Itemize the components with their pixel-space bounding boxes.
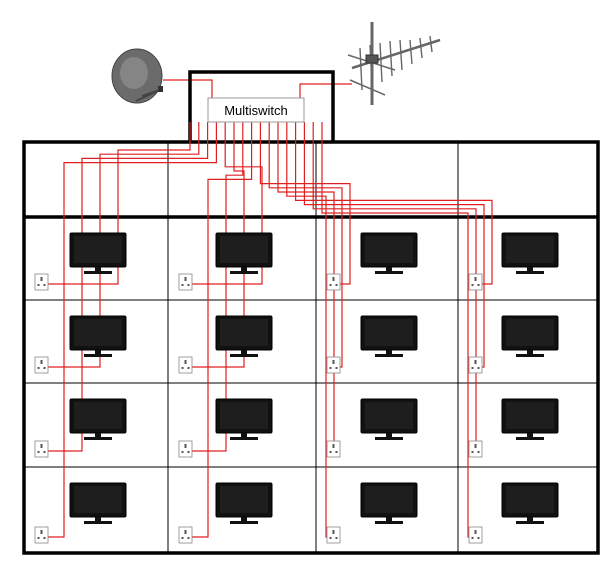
television-icon bbox=[501, 232, 559, 274]
wall-socket-icon bbox=[326, 356, 341, 374]
television-icon bbox=[69, 398, 127, 440]
wall-socket-icon bbox=[326, 526, 341, 544]
socket-grid bbox=[34, 273, 483, 544]
television-icon bbox=[501, 482, 559, 524]
television-icon bbox=[360, 482, 418, 524]
wall-socket-icon bbox=[178, 440, 193, 458]
television-icon bbox=[215, 482, 273, 524]
wall-socket-icon bbox=[326, 273, 341, 291]
television-icon bbox=[69, 315, 127, 357]
wall-socket-icon bbox=[468, 526, 483, 544]
cable-run bbox=[303, 122, 485, 368]
cable-run bbox=[259, 122, 351, 285]
satellite-dish-icon bbox=[111, 48, 163, 104]
wall-socket-icon bbox=[34, 440, 49, 458]
wall-socket-icon bbox=[34, 526, 49, 544]
television-icon bbox=[215, 398, 273, 440]
television-grid bbox=[69, 232, 559, 524]
television-icon bbox=[215, 232, 273, 274]
television-icon bbox=[360, 315, 418, 357]
building-outline bbox=[22, 70, 600, 555]
wall-socket-icon bbox=[468, 273, 483, 291]
multiswitch: Multiswitch bbox=[207, 97, 305, 123]
cable-run bbox=[47, 122, 209, 452]
cable-run bbox=[295, 122, 493, 285]
dish-feed-cable bbox=[163, 79, 213, 100]
cable-run bbox=[191, 122, 244, 452]
cable-run bbox=[191, 122, 263, 285]
cable-runs bbox=[47, 122, 493, 538]
television-icon bbox=[501, 398, 559, 440]
cable-run bbox=[47, 122, 191, 285]
wall-socket-icon bbox=[34, 273, 49, 291]
aerial-feed-cable bbox=[299, 83, 352, 100]
wall-socket-icon bbox=[178, 356, 193, 374]
television-icon bbox=[69, 482, 127, 524]
wall-socket-icon bbox=[34, 356, 49, 374]
cable-run bbox=[191, 122, 253, 538]
wall-socket-icon bbox=[178, 273, 193, 291]
television-icon bbox=[215, 315, 273, 357]
tv-aerial-icon bbox=[347, 22, 441, 105]
wall-socket-icon bbox=[178, 526, 193, 544]
wall-socket-icon bbox=[468, 440, 483, 458]
television-icon bbox=[360, 232, 418, 274]
wall-socket-icon bbox=[468, 356, 483, 374]
cable-run bbox=[268, 122, 343, 368]
television-icon bbox=[501, 315, 559, 357]
multiswitch-label: Multiswitch bbox=[224, 103, 288, 118]
wall-socket-icon bbox=[326, 440, 341, 458]
television-icon bbox=[360, 398, 418, 440]
cable-run bbox=[47, 122, 217, 538]
television-icon bbox=[69, 232, 127, 274]
